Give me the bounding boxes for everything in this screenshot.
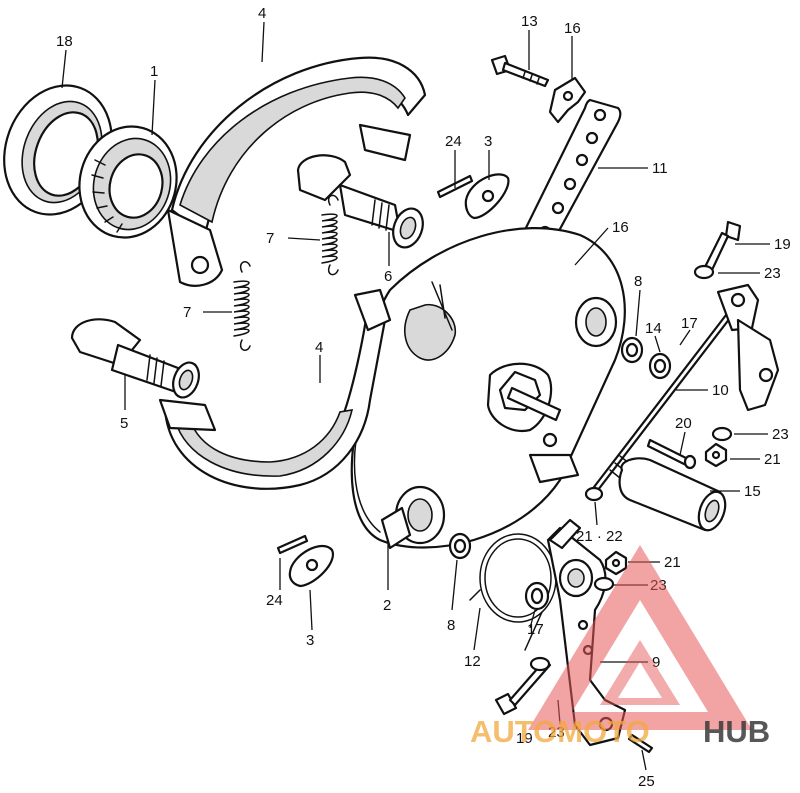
watermark: AUTOMOTO HUB: [470, 545, 770, 749]
label-11: 11: [652, 160, 668, 177]
washer-17-lower-part: [524, 581, 550, 611]
cam-5-part: [70, 318, 200, 399]
washer-16-top-part: [548, 76, 587, 124]
watermark-brand-part2: HUB: [703, 714, 770, 749]
label-4-upper: 4: [258, 5, 266, 22]
spring-7-lower-part: [233, 261, 251, 351]
label-3-upper: 3: [484, 133, 492, 150]
washer-23-lower-part: [593, 576, 615, 592]
label-17-upper: 17: [681, 315, 698, 332]
spring-7-upper-part: [321, 194, 339, 276]
label-16-top: 16: [564, 20, 581, 37]
washer-23-upper-part: [693, 264, 715, 280]
watermark-brand-part1: AUTOMOTO: [470, 714, 650, 749]
cam-6-part: [296, 154, 424, 249]
lower-brake-shoe-part: [158, 288, 392, 490]
label-13: 13: [521, 13, 538, 30]
washer-8-upper-part: [620, 336, 644, 364]
upper-brake-shoe-part: [166, 56, 427, 287]
label-20: 20: [675, 415, 692, 432]
label-23-upper: 23: [764, 265, 781, 282]
washer-21-22-part: [584, 486, 604, 502]
label-24-lower: 24: [266, 592, 283, 609]
washer-23-right-part: [711, 426, 733, 442]
watermark-triangle-icon: [528, 545, 752, 730]
label-15: 15: [744, 483, 761, 500]
label-21-22: 21 · 22: [576, 528, 623, 545]
bolt-19-lower-part: [494, 658, 552, 716]
label-18: 18: [56, 33, 73, 50]
screw-20-part: [646, 438, 697, 470]
washer-23-lower-left-part: [529, 656, 551, 672]
label-5: 5: [120, 415, 128, 432]
label-4-lower: 4: [315, 339, 323, 356]
label-10: 10: [712, 382, 729, 399]
brake-rod-10-part: [592, 283, 780, 492]
label-23-right: 23: [772, 426, 789, 443]
washer-16-center-part: [498, 370, 562, 422]
label-16-center: 16: [612, 219, 629, 236]
nut-21-lower-part: [604, 550, 628, 576]
label-17-lower: 17: [527, 621, 544, 638]
label-2: 2: [383, 597, 391, 614]
label-19-lower: 19: [516, 730, 533, 747]
label-6: 6: [384, 268, 392, 285]
label-14: 14: [645, 320, 662, 337]
bearing-part: [78, 125, 178, 239]
plate-3-top-part: [464, 173, 510, 220]
label-7-lower: 7: [183, 304, 191, 321]
label-12: 12: [464, 653, 481, 670]
washer-14-part: [648, 352, 672, 380]
label-7-upper: 7: [266, 230, 274, 247]
washer-8-lower-part: [448, 532, 472, 560]
nut-21-right-part: [704, 442, 728, 468]
label-19-upper: 19: [774, 236, 791, 253]
brake-panel-2-part: [350, 227, 626, 550]
label-24-upper: 24: [445, 133, 462, 150]
pin-25-part: [627, 733, 654, 754]
label-3-lower: 3: [306, 632, 314, 649]
watermark-inner-triangle-icon: [600, 640, 680, 705]
label-8-upper: 8: [634, 273, 642, 290]
bolt-19-upper-part: [703, 220, 742, 272]
label-1: 1: [150, 63, 158, 80]
label-25: 25: [638, 773, 655, 790]
label-8-lower: 8: [447, 617, 455, 634]
label-21-right: 21: [764, 451, 781, 468]
bolt-13-part: [490, 54, 550, 88]
label-9: 9: [652, 654, 660, 671]
plate-3-lower-part: [288, 544, 335, 588]
label-21-lower: 21: [664, 554, 681, 571]
cotter-pin-24-lower-part: [276, 534, 309, 555]
adjuster-15-part: [618, 457, 727, 532]
part-number-labels: 18 1 4 13 16 24 3 11 7 6 16 19 23 7 8 14…: [56, 5, 791, 790]
